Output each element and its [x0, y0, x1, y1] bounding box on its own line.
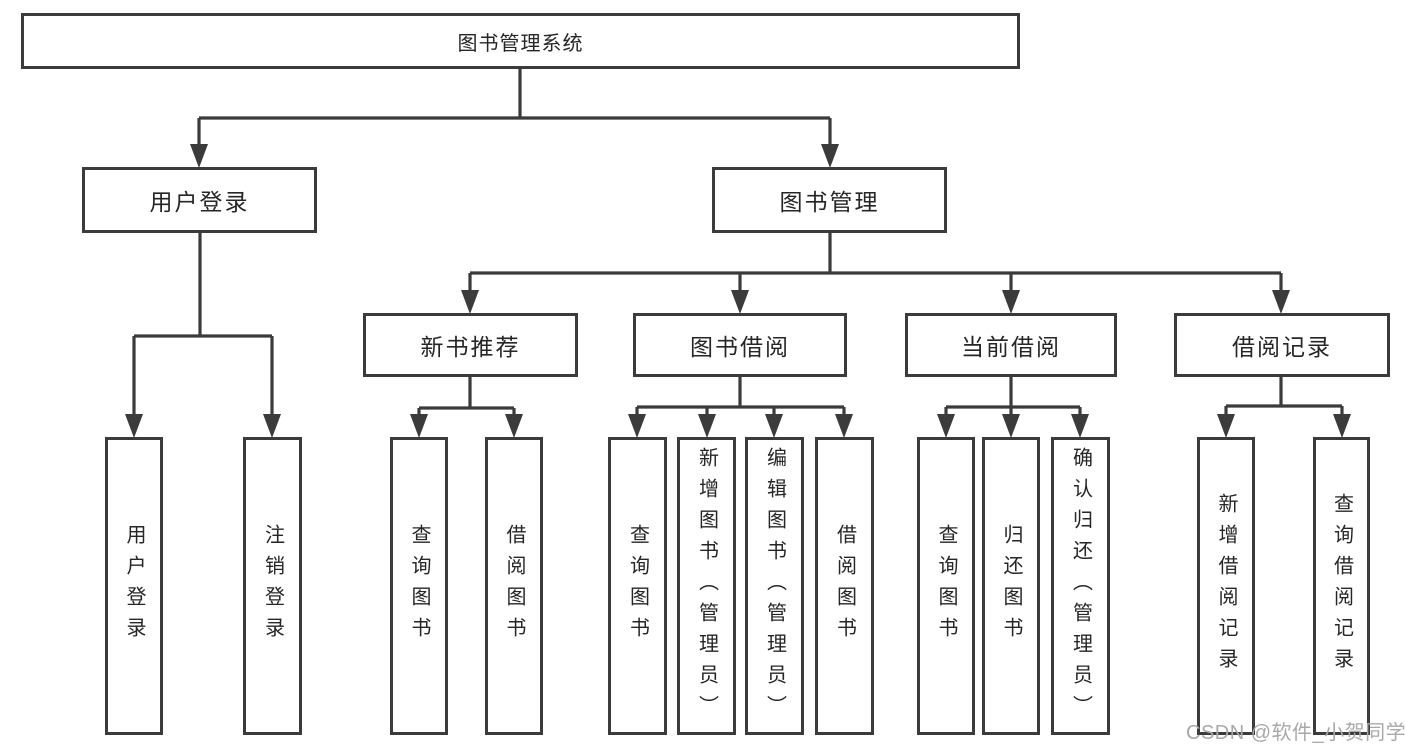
arrow-down-icon	[263, 414, 281, 438]
arrow-down-icon	[1002, 290, 1020, 314]
arrow-down-icon	[835, 414, 853, 438]
arrow-down-icon	[1272, 290, 1290, 314]
leaf-query-books-borrow: 查询图书	[608, 437, 667, 735]
arrow-down-icon	[937, 414, 955, 438]
connector-records-to-leaves	[1224, 375, 1344, 416]
leaf-label: 查询图书	[408, 524, 430, 648]
node-label: 借阅记录	[1232, 334, 1332, 360]
connector-bookborrow-to-leaves	[635, 375, 846, 416]
leaf-label: 查询图书	[935, 524, 957, 648]
connector-newbook-to-leaves	[417, 375, 516, 416]
node-label: 用户登录	[149, 189, 250, 215]
arrow-down-icon	[1217, 414, 1235, 438]
connector-userlogin-to-leaves	[132, 231, 274, 416]
node-label: 图书管理	[779, 189, 880, 215]
leaf-borrow-books: 借阅图书	[815, 437, 874, 735]
node-book-borrowing: 图书借阅	[633, 313, 847, 377]
node-label: 当前借阅	[961, 334, 1061, 360]
leaf-label: 编辑图书（管理员）	[763, 446, 786, 726]
leaf-query-borrow-record: 查询借阅记录	[1313, 437, 1370, 735]
leaf-label: 归还图书	[1000, 524, 1022, 648]
arrow-down-icon	[125, 414, 143, 438]
leaf-return-book: 归还图书	[982, 437, 1040, 735]
node-user-login: 用户登录	[82, 167, 317, 233]
connector-root-to-level2	[197, 66, 832, 146]
leaf-label: 新增借阅记录	[1215, 493, 1237, 679]
leaf-confirm-return-admin: 确认归还（管理员）	[1051, 437, 1110, 735]
arrowheads	[125, 144, 1351, 438]
leaf-label: 确认归还（管理员）	[1069, 446, 1092, 726]
leaf-query-books-current: 查询图书	[917, 437, 975, 735]
csdn-watermark: CSDN @软件_小贺同学	[1186, 722, 1405, 744]
leaf-query-books-recommend: 查询图书	[390, 437, 448, 735]
leaf-label: 用户登录	[123, 524, 145, 648]
leaf-label: 查询图书	[626, 524, 649, 648]
node-new-book-recommend: 新书推荐	[363, 313, 578, 377]
node-label: 新书推荐	[420, 334, 521, 360]
node-root-system: 图书管理系统	[21, 13, 1020, 69]
node-current-borrowing: 当前借阅	[905, 313, 1117, 377]
leaf-add-book-admin: 新增图书（管理员）	[677, 437, 736, 735]
connector-bookmgmt-to-level3	[468, 231, 1283, 292]
leaf-user-login: 用户登录	[105, 437, 163, 735]
arrow-down-icon	[410, 414, 428, 438]
node-borrowing-records: 借阅记录	[1174, 313, 1390, 377]
arrow-down-icon	[461, 290, 479, 314]
leaf-borrow-books-recommend: 借阅图书	[485, 437, 543, 735]
arrow-down-icon	[765, 414, 783, 438]
arrow-down-icon	[1333, 414, 1351, 438]
leaf-add-borrow-record: 新增借阅记录	[1197, 437, 1255, 735]
arrow-down-icon	[698, 414, 716, 438]
leaf-logout: 注销登录	[243, 437, 302, 735]
node-book-management: 图书管理	[712, 167, 947, 233]
leaf-edit-book-admin: 编辑图书（管理员）	[745, 437, 804, 735]
arrow-down-icon	[1071, 414, 1089, 438]
connector-currentborrow-to-leaves	[944, 375, 1082, 416]
arrow-down-icon	[505, 414, 523, 438]
node-label: 图书借阅	[690, 334, 790, 360]
leaf-label: 注销登录	[261, 524, 284, 648]
leaf-label: 借阅图书	[833, 524, 856, 648]
arrow-down-icon	[821, 144, 839, 168]
leaf-label: 新增图书（管理员）	[695, 446, 718, 726]
arrow-down-icon	[628, 414, 646, 438]
leaf-label: 借阅图书	[503, 524, 525, 648]
node-label: 图书管理系统	[457, 32, 584, 55]
leaf-label: 查询借阅记录	[1330, 493, 1353, 679]
arrow-down-icon	[731, 290, 749, 314]
arrow-down-icon	[1002, 414, 1020, 438]
arrow-down-icon	[190, 144, 208, 168]
